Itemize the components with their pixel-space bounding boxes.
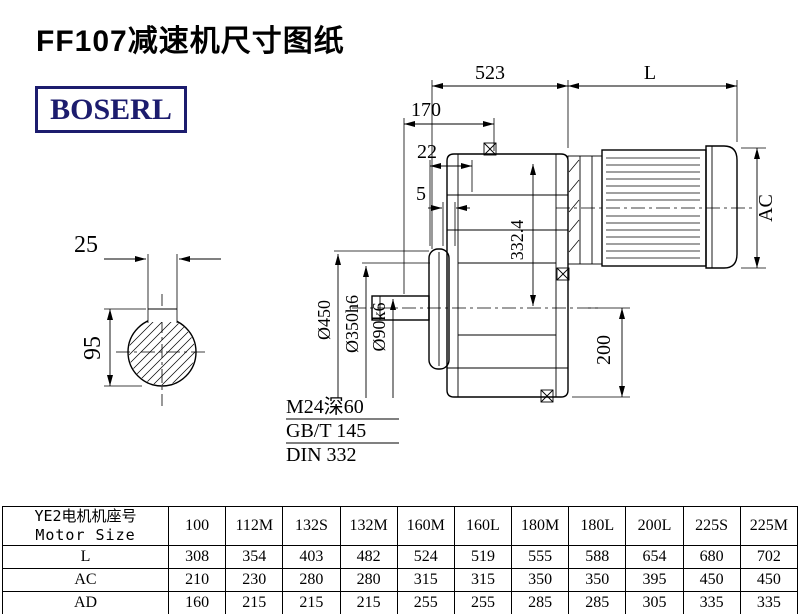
dimension-value-cell: 654 [625, 544, 684, 569]
dimension-value-cell: 230 [225, 567, 284, 592]
dimension-value-cell: 315 [453, 567, 513, 592]
dimension-value-cell: 403 [282, 544, 341, 569]
dimension-value-cell: 308 [167, 544, 227, 569]
dia-450-label: Ø450 [314, 300, 334, 340]
output-flange [428, 248, 450, 370]
boserl-logo: BOSERL [35, 86, 187, 133]
dimension-value-cell: 210 [167, 567, 227, 592]
dimension-value-cell: 335 [739, 590, 799, 614]
dimension-value-cell: 215 [282, 590, 341, 614]
frame-size-column-header: 160M [396, 506, 455, 546]
dimension-value-cell: 280 [282, 567, 341, 592]
dim-523-label: 523 [475, 62, 505, 84]
dim-22-label: 22 [417, 141, 437, 163]
dimension-170: 170 [403, 99, 495, 294]
drain-plug-icon [540, 389, 554, 403]
dimension-value-cell: 160 [167, 590, 227, 614]
dimension-value-cell: 450 [739, 567, 799, 592]
dimension-value-cell: 395 [625, 567, 684, 592]
dimension-value-cell: 305 [625, 590, 684, 614]
dimension-row-label: L [2, 544, 169, 569]
frame-size-column-header: 200L [625, 506, 684, 546]
dimension-value-cell: 215 [225, 590, 284, 614]
thread-spec-label: M24深60 [286, 395, 364, 418]
output-shaft [352, 295, 600, 321]
dimension-332-4: 332.4 [507, 164, 536, 306]
frame-size-column-header: 132S [282, 506, 341, 546]
dimension-value-cell: 350 [511, 567, 570, 592]
dimension-523-L: 523 L [431, 62, 738, 249]
frame-size-column-header: 160L [453, 506, 513, 546]
frame-size-column-header: 225S [682, 506, 741, 546]
dim-AC-label: AC [755, 194, 777, 222]
dimension-value-cell: 350 [568, 567, 627, 592]
frame-size-column-header: 180L [568, 506, 627, 546]
frame-size-column-header: 132M [339, 506, 398, 546]
keyway-width-label: 25 [74, 232, 98, 258]
motor [556, 145, 756, 269]
side-plug-icon [556, 267, 570, 281]
thread-notes: M24深60 GB/T 145 DIN 332 [286, 395, 399, 466]
frame-size-column-header: 180M [511, 506, 570, 546]
boserl-logo-text: BOSERL [50, 92, 172, 126]
dimension-value-cell: 335 [682, 590, 741, 614]
page-title: FF107减速机尺寸图纸 [36, 25, 345, 58]
frame-size-column-header: 225M [739, 506, 799, 546]
dimension-row-label: AC [2, 567, 169, 592]
dimension-value-cell: 482 [339, 544, 398, 569]
dimension-value-cell: 702 [739, 544, 799, 569]
dimension-value-cell: 285 [568, 590, 627, 614]
dimension-value-cell: 450 [682, 567, 741, 592]
gearbox-dimension-drawing: 25 95 [74, 62, 777, 466]
dim-332-4-label: 332.4 [507, 220, 527, 261]
dimension-AC: AC [741, 147, 777, 269]
dimension-row-label: AD [2, 590, 169, 614]
dim-200-label: 200 [593, 335, 615, 365]
dimension-value-cell: 255 [453, 590, 513, 614]
bore-height-label: 95 [80, 336, 106, 360]
dimension-value-cell: 354 [225, 544, 284, 569]
dimension-value-cell: 315 [396, 567, 455, 592]
gearbox-housing [446, 142, 570, 403]
dimension-value-cell: 524 [396, 544, 455, 569]
dimension-value-cell: 285 [511, 590, 570, 614]
motor-cooling-fins [606, 157, 700, 259]
gb-standard-label: GB/T 145 [286, 420, 366, 442]
dim-5-label: 5 [416, 183, 426, 205]
frame-size-column-header: 112M [225, 506, 284, 546]
dim-170-label: 170 [411, 99, 441, 121]
dimension-5: 5 [416, 183, 470, 246]
fan-cover [705, 145, 738, 269]
diameter-callouts: Ø450 Ø350h6 Ø90k6 [314, 250, 430, 398]
dimension-value-cell: 215 [339, 590, 398, 614]
dimension-value-cell: 519 [453, 544, 513, 569]
dimension-22: 22 [417, 141, 473, 246]
dimension-value-cell: 680 [682, 544, 741, 569]
shaft-section-detail: 25 95 [74, 232, 221, 406]
keyway-notch [148, 306, 177, 322]
dimension-value-cell: 588 [568, 544, 627, 569]
dim-L-label: L [644, 62, 656, 84]
dimension-value-cell: 555 [511, 544, 570, 569]
dimension-200: 200 [572, 307, 630, 398]
dimension-value-cell: 255 [396, 590, 455, 614]
frame-size-column-header: 100 [167, 506, 227, 546]
dia-350-label: Ø350h6 [342, 295, 362, 353]
dia-90-label: Ø90k6 [369, 303, 389, 352]
din-standard-label: DIN 332 [286, 444, 357, 466]
dimension-value-cell: 280 [339, 567, 398, 592]
